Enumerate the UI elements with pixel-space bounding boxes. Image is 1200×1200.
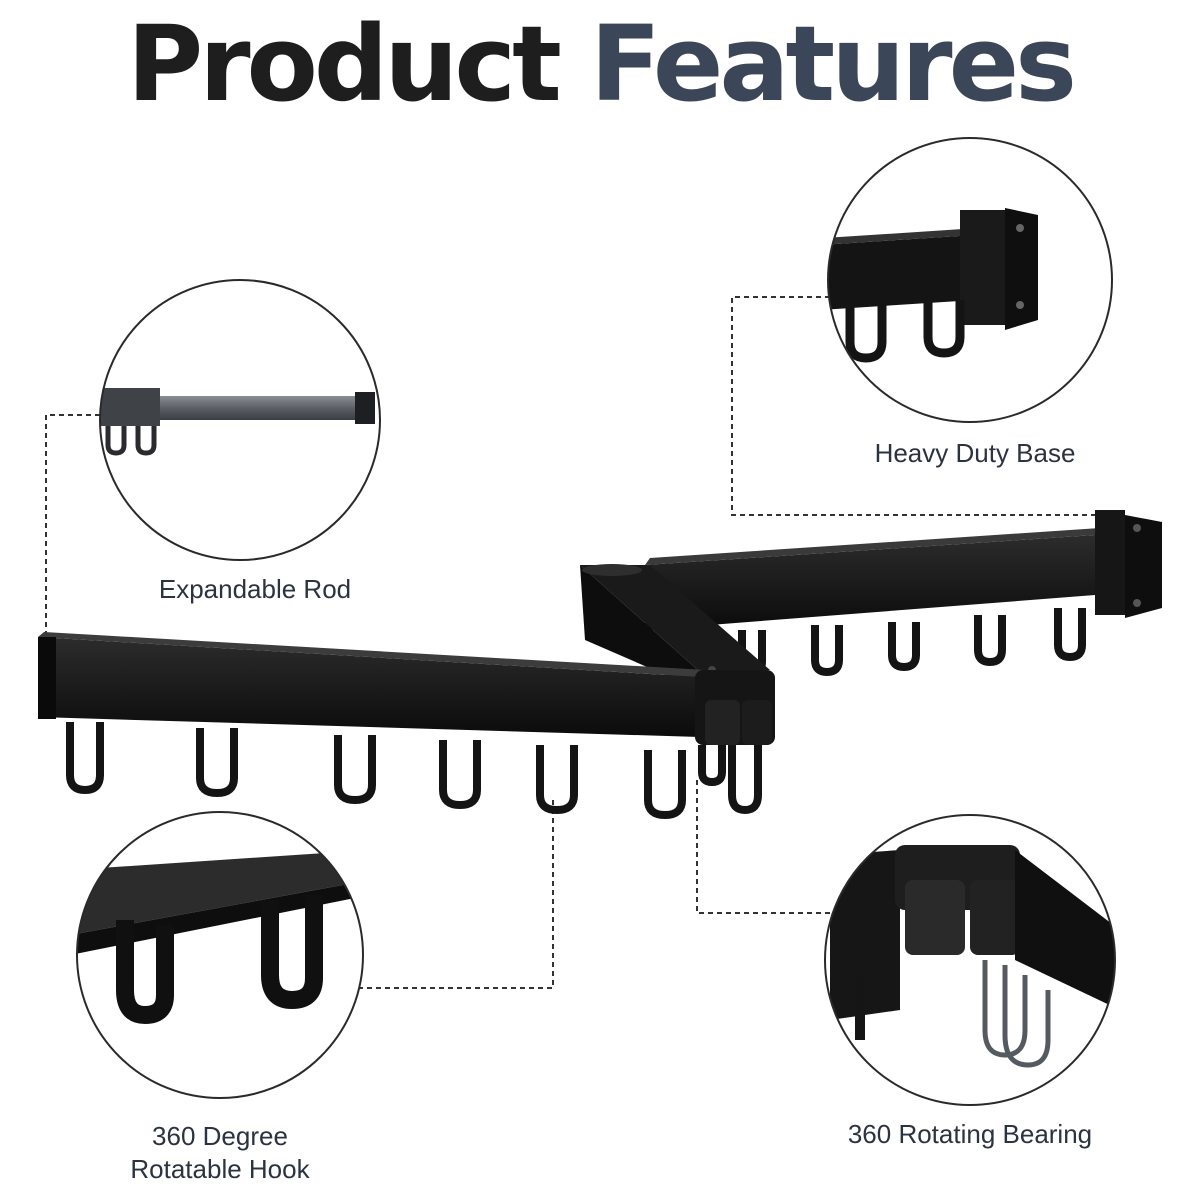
detail-circle-expandable-rod bbox=[99, 279, 381, 561]
connector-heavy-duty-base bbox=[731, 296, 1095, 516]
label-rotating-bearing: 360 Rotating Bearing bbox=[847, 1119, 1093, 1149]
middle-link bbox=[580, 564, 770, 690]
connector-rotatable-hook bbox=[360, 800, 554, 989]
front-arm bbox=[38, 632, 775, 820]
connector-rotating-bearing bbox=[696, 780, 832, 914]
title-word-product: Product bbox=[126, 3, 562, 125]
label-rotatable-hook-line2: Rotatable Hook bbox=[130, 1154, 310, 1185]
label-heavy-duty-base: Heavy Duty Base bbox=[874, 438, 1076, 468]
connector-lines bbox=[45, 296, 1095, 989]
detail-circle-rotatable-hook bbox=[76, 811, 364, 1099]
label-expandable-rod: Expandable Rod bbox=[158, 574, 352, 604]
detail-circle-heavy-duty-base bbox=[827, 137, 1113, 423]
detail-circle-rotating-bearing bbox=[824, 814, 1116, 1106]
label-rotatable-hook-line1: 360 Degree bbox=[152, 1121, 288, 1151]
label-rotatable-hook: 360 Degree Rotatable Hook bbox=[80, 1120, 360, 1187]
page-title: Product Features bbox=[0, 12, 1200, 116]
title-word-features: Features bbox=[590, 3, 1077, 125]
connector-expandable-rod bbox=[45, 414, 100, 640]
